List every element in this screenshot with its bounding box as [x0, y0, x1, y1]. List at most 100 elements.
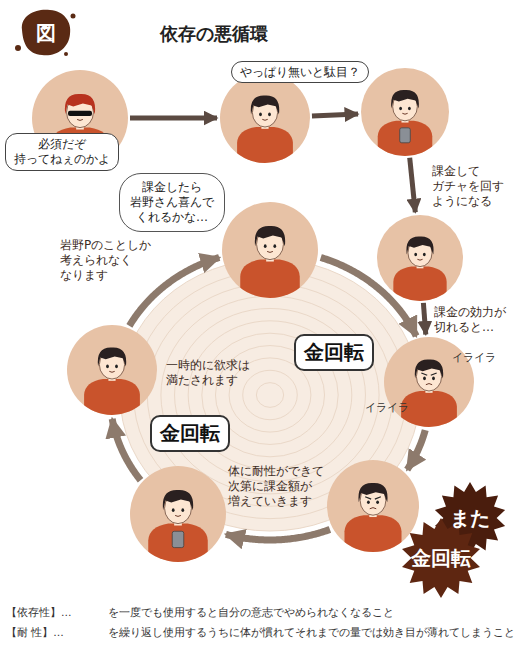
eye — [182, 508, 185, 512]
phone-icon — [400, 128, 411, 143]
hair — [415, 360, 443, 379]
hair — [358, 483, 387, 502]
footnote-text: 【耐 性】… — [6, 626, 64, 640]
node-circle — [130, 466, 226, 562]
footnote-text: 【依存性】… — [6, 606, 72, 620]
node-circle — [327, 460, 419, 552]
node-circle — [222, 202, 318, 298]
cycle-arrow — [129, 257, 219, 325]
mouth — [262, 119, 267, 121]
person-figure — [67, 325, 157, 415]
stage-node: 金回転イライライライラ — [384, 337, 474, 427]
eyebrow — [365, 497, 371, 499]
shirt — [148, 523, 208, 561]
mouth — [175, 515, 181, 517]
hair — [391, 90, 419, 109]
flow-arrow — [312, 114, 358, 116]
flow-arrow — [410, 158, 416, 212]
speech-bubble: やっぱり無いと駄目？ — [231, 61, 369, 84]
stage-node: やっぱり無いと駄目？ — [220, 73, 310, 163]
mouth — [417, 259, 422, 261]
badge-speck — [15, 45, 21, 51]
eye — [399, 107, 402, 111]
hair — [255, 226, 285, 246]
person-figure — [327, 460, 419, 552]
shirt — [85, 379, 141, 415]
cycle-arrow — [226, 529, 330, 540]
stage-node: 必須だぞ 持ってねぇのかよ — [32, 70, 128, 166]
node-circle — [361, 68, 449, 156]
mouth — [426, 384, 432, 385]
speech-bubble: 必須だぞ 持ってねぇのかよ — [5, 133, 119, 171]
eye — [376, 501, 379, 505]
sound-bubble: 金回転 — [294, 334, 374, 371]
cycle-arrow — [112, 419, 140, 480]
person-figure — [361, 68, 449, 156]
mouth — [110, 371, 115, 373]
node-shape — [67, 325, 157, 415]
stage-node: 課金して ガチャを回す ようになる — [361, 68, 449, 156]
eye — [273, 244, 276, 248]
eye — [116, 364, 119, 368]
stage-node: 課金したら 岩野さん喜んで くれるかな…岩野Pのことしか 考えられなく なります — [222, 202, 318, 298]
caption-text: 体に耐性ができて 次第に課金額が 増えていきます — [228, 464, 324, 509]
caption-text: 岩野Pのことしか 考えられなく なります — [60, 238, 151, 283]
eye — [423, 377, 426, 381]
eyebrow — [422, 373, 428, 375]
flow-arrow — [423, 303, 425, 335]
badge-blob — [22, 10, 70, 56]
figure-badge: 図 — [36, 20, 56, 47]
footnote-text: を一度でも使用すると自分の意志でやめられなくなること — [108, 606, 394, 620]
shirt — [344, 515, 401, 552]
mouth — [267, 251, 273, 253]
person-figure — [220, 73, 310, 163]
node-shape — [130, 466, 226, 562]
eyebrow — [431, 373, 437, 375]
node-shape — [327, 460, 419, 552]
eye — [268, 113, 271, 117]
badge-speck — [71, 14, 76, 19]
mouth — [402, 113, 407, 115]
person-figure — [377, 215, 463, 301]
node-shape — [361, 68, 449, 156]
caption-text: 一時的に欲求は 満たされます — [166, 358, 250, 388]
starburst — [402, 518, 480, 598]
burst-text: 金回転 — [411, 545, 471, 572]
stage-node: また金回転 — [327, 460, 419, 552]
shirt — [237, 127, 293, 163]
eye — [423, 253, 426, 257]
hair — [406, 236, 433, 254]
node-circle — [377, 215, 463, 301]
burst-text: また — [450, 505, 490, 532]
sunglasses — [68, 111, 92, 116]
flow-arrow — [130, 116, 217, 121]
hair — [251, 95, 279, 114]
thought-bubble: 課金したら 岩野さん喜んで くれるかな… — [119, 173, 225, 232]
diagram-title: 依存の悪循環 — [160, 22, 268, 46]
person-figure — [130, 466, 226, 562]
effect-text: イライラ — [452, 350, 496, 365]
eyebrow — [375, 497, 381, 499]
shirt — [401, 391, 457, 427]
shirt — [240, 260, 300, 298]
node-shape — [220, 73, 310, 163]
eye — [367, 501, 370, 505]
cycle-arrow — [407, 430, 425, 470]
stage-node: 一時的に欲求は 満たされます — [67, 325, 157, 415]
shirt — [378, 121, 433, 156]
hair — [98, 347, 126, 366]
eye — [432, 377, 435, 381]
effect-text: イライラ — [365, 400, 409, 415]
node-shape — [377, 215, 463, 301]
hair — [163, 490, 193, 510]
eye — [107, 364, 110, 368]
footnote-text: を繰り返し使用するうちに体が慣れてそれまでの量では効き目が薄れてしまうこと — [108, 626, 515, 640]
node-shape — [222, 202, 318, 298]
ring-line — [243, 370, 298, 419]
mouth — [370, 508, 376, 509]
sound-bubble: 金回転 — [150, 415, 230, 452]
stage-node: 体に耐性ができて 次第に課金額が 増えていきます金回転 — [130, 466, 226, 562]
node-circle — [220, 73, 310, 163]
